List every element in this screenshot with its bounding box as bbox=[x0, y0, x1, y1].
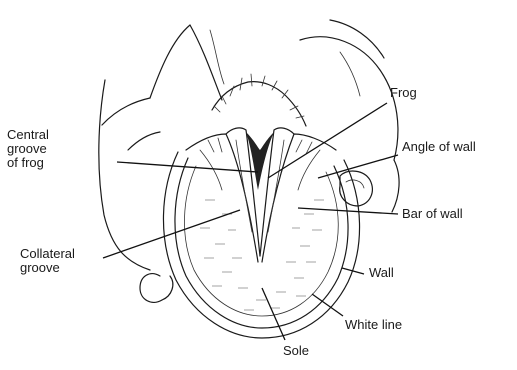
label-central-groove-line2: groove bbox=[7, 142, 49, 156]
label-central-groove: Central groove of frog bbox=[7, 128, 49, 170]
label-central-groove-line1: Central bbox=[7, 128, 49, 142]
label-collateral-groove: Collateral groove bbox=[20, 247, 75, 275]
hand-drawing bbox=[99, 20, 399, 302]
label-wall: Wall bbox=[369, 266, 394, 280]
label-bar-of-wall: Bar of wall bbox=[402, 207, 463, 221]
label-central-groove-line3: of frog bbox=[7, 156, 49, 170]
leader-bar-of-wall bbox=[298, 208, 398, 214]
heel-bulbs bbox=[212, 74, 306, 126]
label-sole: Sole bbox=[283, 344, 309, 358]
label-angle-of-wall: Angle of wall bbox=[402, 140, 476, 154]
label-collateral-groove-line2: groove bbox=[20, 261, 75, 275]
leader-angle-of-wall bbox=[318, 155, 398, 178]
leader-sole bbox=[262, 288, 285, 340]
frog-and-bars bbox=[186, 128, 336, 262]
label-white-line: White line bbox=[345, 318, 402, 332]
leader-frog bbox=[268, 103, 387, 178]
label-frog: Frog bbox=[390, 86, 417, 100]
leader-collateral-groove bbox=[103, 210, 240, 258]
label-collateral-groove-line1: Collateral bbox=[20, 247, 75, 261]
sole-texture bbox=[200, 200, 324, 310]
